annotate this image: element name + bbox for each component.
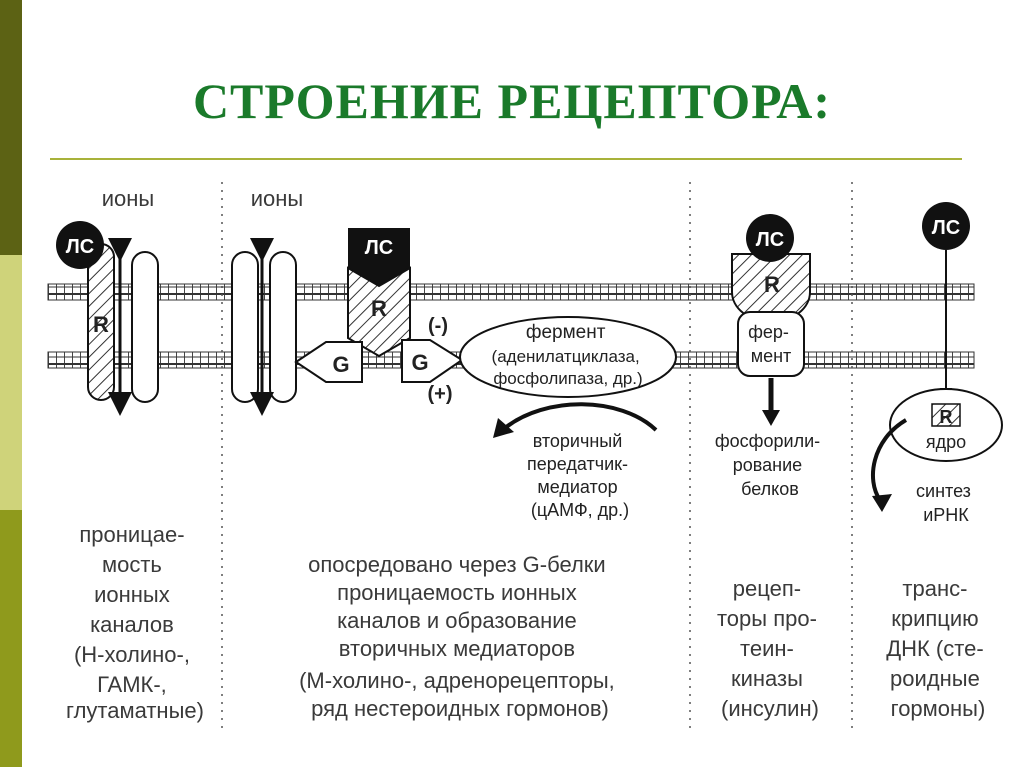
messenger-line: медиатор [537, 477, 617, 497]
g-coupled-receptor [347, 266, 411, 358]
channel-subunit [269, 251, 297, 403]
caption-line: мость [102, 552, 162, 577]
panel-g-protein: ионы ЛС R G G (-) (+) фермент (аденилатц… [231, 186, 677, 721]
ligand-label: ЛС [756, 229, 784, 251]
channel-subunit [131, 251, 159, 403]
activation-sign: (+) [428, 383, 453, 405]
channel-subunit [231, 251, 259, 403]
sidebar-segment-top [0, 0, 22, 255]
enzyme-ellipse [459, 316, 677, 398]
caption-line: опосредовано через G-белки [308, 552, 606, 577]
caption-line: торы про- [717, 606, 817, 631]
caption-line: каналов и образование [337, 608, 577, 633]
caption-line: ГАМК-, [97, 672, 167, 697]
enzyme-line: мент [751, 346, 792, 366]
nuclear-receptor [931, 403, 961, 427]
caption-line: киназы [731, 666, 803, 691]
ligand-circle [922, 202, 970, 250]
inhibition-sign: (-) [428, 315, 448, 337]
transcription-arrowhead [872, 494, 892, 512]
ions-label: ионы [251, 186, 304, 211]
caption-line: транс- [902, 576, 967, 601]
caption-line: ряд нестероидных гормонов) [311, 696, 609, 721]
caption-line: проницае- [79, 522, 184, 547]
g-protein-left [294, 341, 363, 383]
caption-line: рецеп- [733, 576, 801, 601]
title-divider [50, 158, 962, 160]
ions-label: ионы [102, 186, 155, 211]
g-protein-left-label: G [332, 352, 349, 377]
caption-line: (Н-холино-, [74, 642, 190, 667]
transcription-label: синтез иРНК [916, 481, 976, 525]
caption-line: гормоны) [891, 696, 986, 721]
receptor-label: R [371, 296, 387, 321]
receptor-label: R [93, 312, 109, 337]
panel-intracellular: ЛС R ядро синтез иРНК транс- крипцию ДНК… [871, 202, 1003, 721]
phosphorylation-arrowhead [762, 410, 780, 426]
messenger-line: (цАМФ, др.) [531, 500, 629, 520]
messenger-line: вторичный [533, 431, 623, 451]
messenger-arrow [503, 402, 658, 432]
messenger-label: вторичный передатчик- медиатор (цАМФ, др… [527, 431, 633, 520]
panel2-caption: опосредовано через G-белки проницаемость… [299, 552, 621, 721]
messenger-arrowhead [493, 418, 514, 438]
caption-line: теин- [740, 636, 794, 661]
caption-line: роидные [890, 666, 980, 691]
enzyme-line: фосфолипаза, др.) [493, 369, 642, 388]
enzyme-label: фермент (аденилатциклаза, фосфолипаза, д… [492, 322, 645, 388]
ligand-block [348, 228, 410, 286]
caption-line: ионных [94, 582, 170, 607]
result-line: рование [733, 455, 802, 475]
phosphorylation-label: фосфорили- рование белков [715, 431, 825, 499]
ligand-circle [56, 221, 104, 269]
ligand-label: ЛС [365, 237, 393, 259]
result-line: иРНК [923, 505, 969, 525]
receptor-label: R [764, 272, 780, 297]
caption-line: (инсулин) [721, 696, 819, 721]
caption-line: глутаматные) [66, 698, 204, 723]
enzyme-label: фер- мент [748, 322, 794, 366]
caption-line: вторичных медиаторов [339, 636, 575, 661]
sidebar-decoration [0, 0, 22, 767]
messenger-line: передатчик- [527, 454, 628, 474]
g-protein-right [401, 339, 464, 383]
panel4-caption: транс- крипцию ДНК (сте- роидные гормоны… [886, 576, 990, 721]
nucleus-label: ядро [926, 432, 966, 452]
result-line: фосфорили- [715, 431, 820, 451]
membrane-outer-layer [47, 283, 975, 301]
result-line: синтез [916, 481, 971, 501]
caption-line: проницаемость ионных [337, 580, 577, 605]
ligand-label: ЛС [66, 236, 94, 258]
panel-ion-channel: ионы ЛС R проницае- мость ионных каналов… [56, 186, 204, 723]
page-title: СТРОЕНИЕ РЕЦЕПТОРА: [192, 73, 832, 129]
caption-line: каналов [90, 612, 174, 637]
panel-dividers [221, 182, 853, 728]
result-line: белков [741, 479, 799, 499]
receptor-label: R [940, 407, 953, 427]
transcription-arrow [871, 418, 908, 502]
kinase-enzyme-box [737, 311, 805, 377]
caption-line: ДНК (сте- [886, 636, 983, 661]
enzyme-line: фер- [748, 322, 789, 342]
enzyme-line: (аденилатциклаза, [492, 347, 640, 366]
panel-protein-kinase: ЛС R фер- мент фосфорили- рование белков… [715, 214, 825, 721]
panel3-caption: рецеп- торы про- теин- киназы (инсулин) [717, 576, 823, 721]
enzyme-line: фермент [526, 322, 606, 343]
caption-line: крипцию [891, 606, 978, 631]
ligand-label: ЛС [932, 217, 960, 239]
sidebar-segment-middle [0, 255, 22, 510]
g-protein-right-label: G [411, 350, 428, 375]
caption-line: (М-холино-, адренорецепторы, [299, 668, 615, 693]
panel1-caption: проницае- мость ионных каналов (Н-холино… [66, 522, 204, 723]
ligand-circle [746, 214, 794, 262]
sidebar-segment-bottom [0, 510, 22, 767]
